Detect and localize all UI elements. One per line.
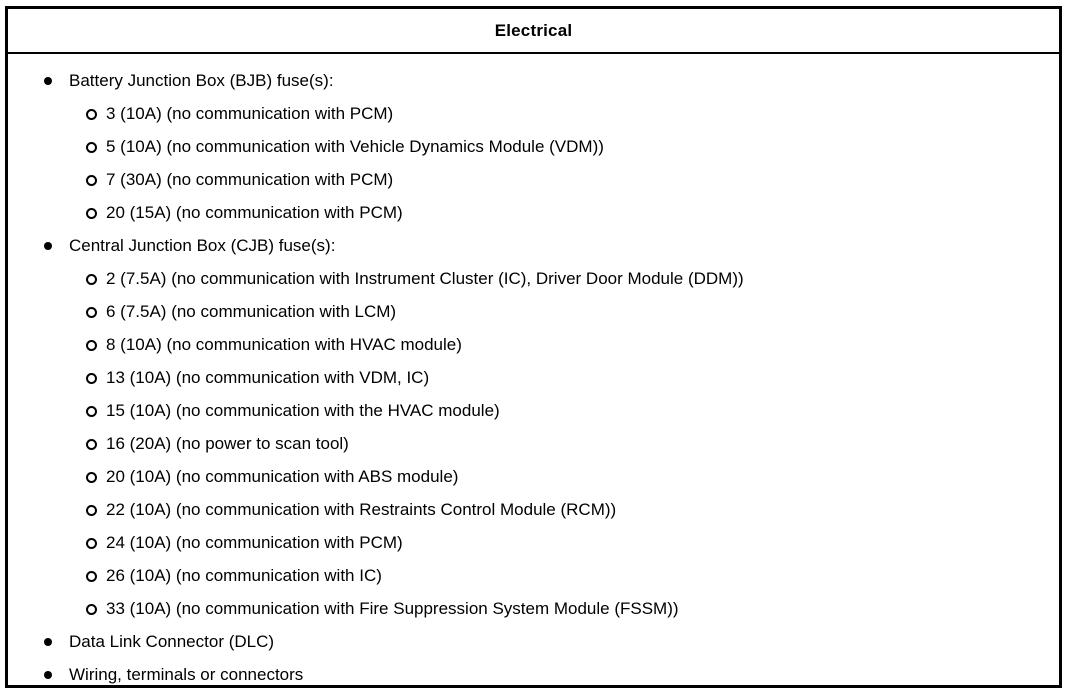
list-item-label: Battery Junction Box (BJB) fuse(s):: [69, 71, 334, 90]
sublist-item-label: 22 (10A) (no communication with Restrain…: [106, 500, 617, 519]
sublist-item: 16 (20A) (no power to scan tool): [8, 427, 1059, 460]
sublist-item-label: 20 (15A) (no communication with PCM): [106, 203, 403, 222]
sublist-item: 22 (10A) (no communication with Restrain…: [8, 493, 1059, 526]
table-header: Electrical: [8, 9, 1059, 54]
list-item-label: Wiring, terminals or connectors: [69, 665, 304, 684]
list-item: Battery Junction Box (BJB) fuse(s):: [8, 64, 1059, 97]
sublist-item-label: 6 (7.5A) (no communication with LCM): [106, 302, 397, 321]
list-item-label: Data Link Connector (DLC): [69, 632, 275, 651]
sublist-item-label: 13 (10A) (no communication with VDM, IC): [106, 368, 430, 387]
sublist-item: 26 (10A) (no communication with IC): [8, 559, 1059, 592]
page-title: Electrical: [494, 21, 573, 40]
sublist-item: 13 (10A) (no communication with VDM, IC): [8, 361, 1059, 394]
electrical-table: Electrical Battery Junction Box (BJB) fu…: [5, 6, 1062, 688]
sublist-item: 20 (15A) (no communication with PCM): [8, 196, 1059, 229]
sublist-item-label: 16 (20A) (no power to scan tool): [106, 434, 349, 453]
sublist-item: 20 (10A) (no communication with ABS modu…: [8, 460, 1059, 493]
sublist-item-label: 5 (10A) (no communication with Vehicle D…: [106, 137, 604, 156]
hollow-circle-bullet-icon: [86, 505, 97, 516]
filled-disc-bullet-icon: [44, 242, 52, 250]
hollow-circle-bullet-icon: [86, 439, 97, 450]
sublist-item: 5 (10A) (no communication with Vehicle D…: [8, 130, 1059, 163]
sublist-item-label: 26 (10A) (no communication with IC): [106, 566, 382, 585]
hollow-circle-bullet-icon: [86, 142, 97, 153]
hollow-circle-bullet-icon: [86, 538, 97, 549]
sublist-item-label: 2 (7.5A) (no communication with Instrume…: [106, 269, 744, 288]
sublist-item-label: 7 (30A) (no communication with PCM): [106, 170, 394, 189]
hollow-circle-bullet-icon: [86, 571, 97, 582]
sublist-item-label: 20 (10A) (no communication with ABS modu…: [106, 467, 459, 486]
list-item: Data Link Connector (DLC): [8, 625, 1059, 658]
filled-disc-bullet-icon: [44, 638, 52, 646]
hollow-circle-bullet-icon: [86, 340, 97, 351]
hollow-circle-bullet-icon: [86, 373, 97, 384]
filled-disc-bullet-icon: [44, 671, 52, 679]
hollow-circle-bullet-icon: [86, 175, 97, 186]
sublist-item-label: 24 (10A) (no communication with PCM): [106, 533, 403, 552]
sublist-container: 2 (7.5A) (no communication with Instrume…: [8, 262, 1059, 625]
sublist-item: 8 (10A) (no communication with HVAC modu…: [8, 328, 1059, 361]
sublist-item: 2 (7.5A) (no communication with Instrume…: [8, 262, 1059, 295]
sublist-item: 15 (10A) (no communication with the HVAC…: [8, 394, 1059, 427]
fuse-sublist: 3 (10A) (no communication with PCM) 5 (10…: [8, 97, 1059, 229]
sublist-item-label: 3 (10A) (no communication with PCM): [106, 104, 394, 123]
sublist-item: 24 (10A) (no communication with PCM): [8, 526, 1059, 559]
hollow-circle-bullet-icon: [86, 307, 97, 318]
fault-cause-list: Battery Junction Box (BJB) fuse(s): 3 (10…: [8, 64, 1059, 691]
list-item: Central Junction Box (CJB) fuse(s):: [8, 229, 1059, 262]
table-body: Battery Junction Box (BJB) fuse(s): 3 (10…: [8, 54, 1059, 691]
hollow-circle-bullet-icon: [86, 472, 97, 483]
hollow-circle-bullet-icon: [86, 274, 97, 285]
hollow-circle-bullet-icon: [86, 208, 97, 219]
hollow-circle-bullet-icon: [86, 109, 97, 120]
sublist-item-label: 8 (10A) (no communication with HVAC modu…: [106, 335, 462, 354]
list-item-label: Central Junction Box (CJB) fuse(s):: [69, 236, 336, 255]
sublist-item: 3 (10A) (no communication with PCM): [8, 97, 1059, 130]
filled-disc-bullet-icon: [44, 77, 52, 85]
hollow-circle-bullet-icon: [86, 604, 97, 615]
sublist-container: 3 (10A) (no communication with PCM) 5 (10…: [8, 97, 1059, 229]
sublist-item: 6 (7.5A) (no communication with LCM): [8, 295, 1059, 328]
fuse-sublist: 2 (7.5A) (no communication with Instrume…: [8, 262, 1059, 625]
list-item: Wiring, terminals or connectors: [8, 658, 1059, 691]
sublist-item: 7 (30A) (no communication with PCM): [8, 163, 1059, 196]
sublist-item-label: 33 (10A) (no communication with Fire Sup…: [106, 599, 679, 618]
sublist-item-label: 15 (10A) (no communication with the HVAC…: [106, 401, 500, 420]
hollow-circle-bullet-icon: [86, 406, 97, 417]
sublist-item: 33 (10A) (no communication with Fire Sup…: [8, 592, 1059, 625]
